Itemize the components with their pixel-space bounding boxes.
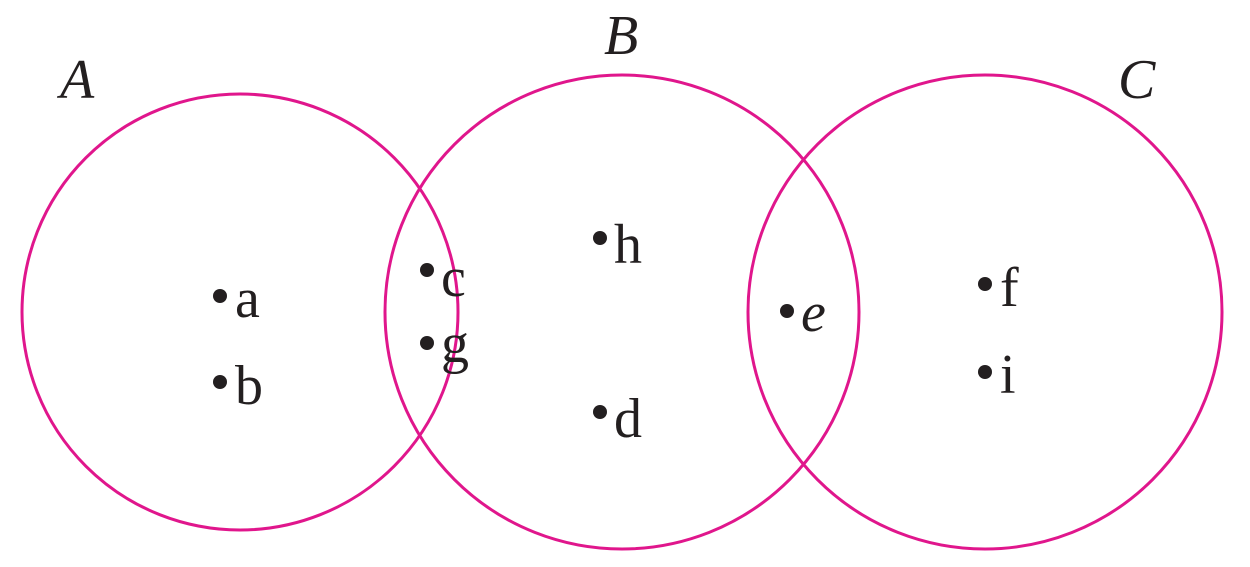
element-f-label: f [1000,257,1019,319]
element-f-dot [978,277,992,291]
set-a-label: A [56,49,95,111]
set-b-circle [383,73,861,551]
element-g-dot [420,336,434,350]
element-b-label: b [235,355,263,417]
element-g-label: g [441,313,469,375]
element-e-label: e [801,282,826,344]
element-c-label: c [441,247,466,309]
set-b-label: B [604,5,638,67]
set-a-circle [20,92,460,532]
element-e-dot [780,304,794,318]
set-c-circle [746,73,1224,551]
element-a-dot [213,289,227,303]
element-h-dot [593,231,607,245]
element-d-label: d [614,388,642,450]
element-d-dot [593,405,607,419]
element-a-label: a [235,268,260,330]
element-b-dot [213,375,227,389]
element-i-label: i [1000,344,1016,406]
set-c-label: C [1118,49,1156,111]
element-c-dot [420,263,434,277]
element-i-dot [978,365,992,379]
element-h-label: h [614,214,642,276]
